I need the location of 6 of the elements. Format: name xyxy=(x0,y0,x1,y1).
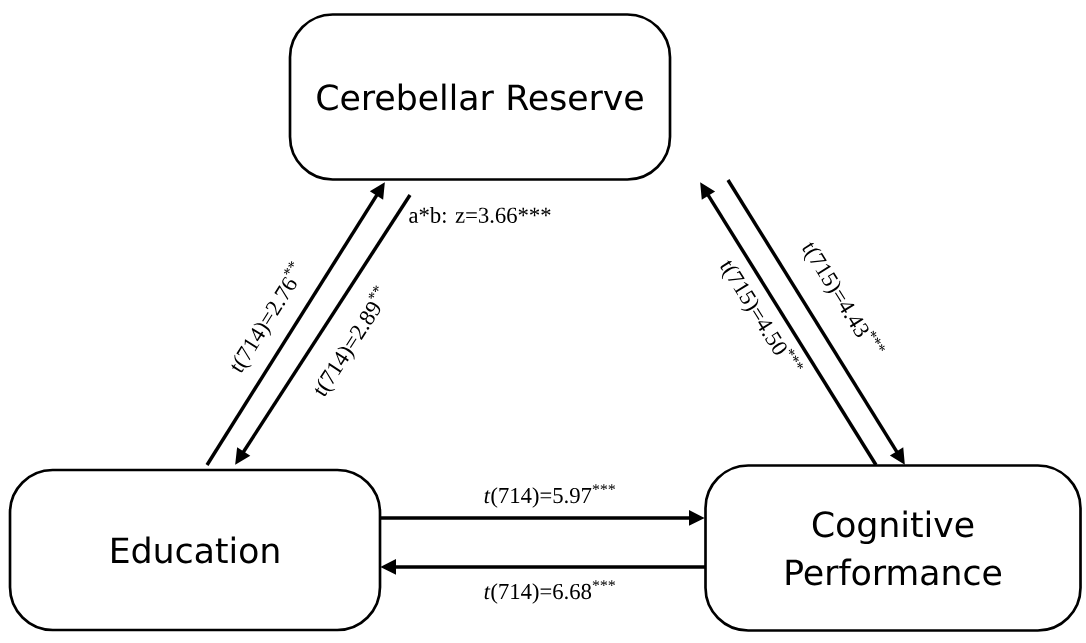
edge-label: t(714)=6.68$^{***}$ xyxy=(484,580,615,604)
effect-label: a*b: z=3.66*** xyxy=(409,206,551,223)
rounded-box: Education xyxy=(8,468,382,632)
rounded-box: Cognitive Performance xyxy=(704,464,1082,632)
edge-label: t(714)=5.97$^{***}$ xyxy=(484,484,615,508)
rounded-box: Cerebellar Reserve xyxy=(288,13,672,181)
